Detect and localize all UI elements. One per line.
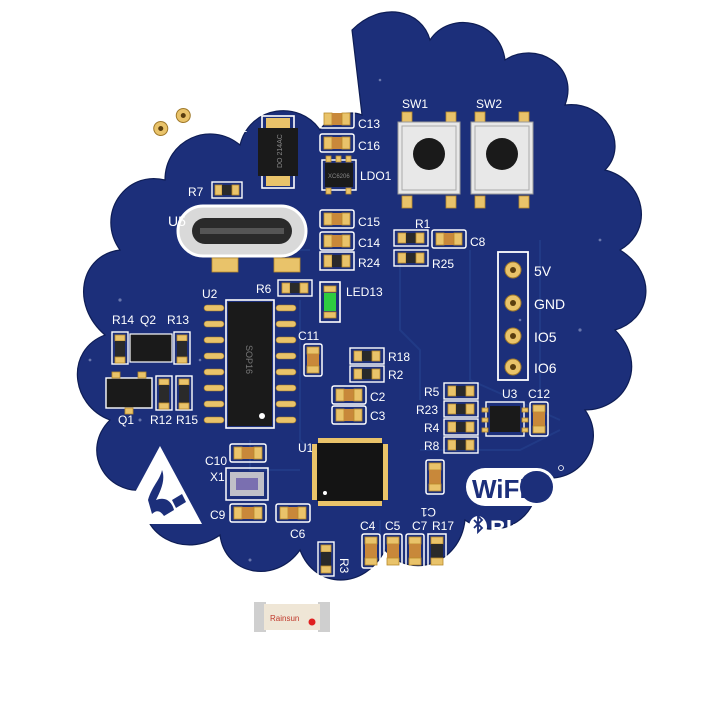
usb-c-connector-u5: U5 xyxy=(168,204,308,273)
label-ldo1: LDO1 xyxy=(360,169,392,183)
label-r14: R14 xyxy=(112,313,134,327)
label-c14: C14 xyxy=(358,236,380,250)
cap-c6: C6 xyxy=(275,503,311,541)
label-r17: R17 xyxy=(432,519,454,533)
label-q2: Q2 xyxy=(140,313,156,327)
label-x1: X1 xyxy=(210,470,225,484)
label-r15: R15 xyxy=(176,413,198,427)
ic-u2: U2 SOP16 xyxy=(202,287,297,429)
label-c2: C2 xyxy=(370,390,386,404)
label-c5: C5 xyxy=(385,519,401,533)
label-r5: R5 xyxy=(424,385,440,399)
label-c12: C12 xyxy=(528,387,550,401)
cap-c1: C1 xyxy=(420,459,445,519)
regulator-ldo1: XC6206 LDO1 xyxy=(321,155,392,195)
label-d2: D2 xyxy=(232,121,248,135)
label-c9: C9 xyxy=(210,508,226,522)
diode-d2: DO 214AC D2 xyxy=(232,115,298,189)
label-c8: C8 xyxy=(470,235,486,249)
resistor-r2: R2 xyxy=(349,365,404,383)
cap-c15: C15 xyxy=(319,209,380,229)
resistor-r6: R6 xyxy=(256,279,313,297)
esd-warning-icon xyxy=(118,446,202,524)
cap-row-bottom: C4 C5 C7 R17 xyxy=(360,519,454,569)
label-r23: R23 xyxy=(416,403,438,417)
label-c4: C4 xyxy=(360,519,376,533)
label-r24: R24 xyxy=(358,256,380,270)
inductor-l1: Rainsun L1 xyxy=(249,597,354,637)
bluetooth-version-text: 5.0 xyxy=(556,543,577,560)
label-u5: U5 xyxy=(168,213,186,229)
cap-c13: C13 xyxy=(319,109,380,131)
switch-sw2: SW2 xyxy=(470,97,534,209)
label-r6: R6 xyxy=(256,282,272,296)
cap-c14: C14 xyxy=(319,231,380,251)
label-p6: P6 xyxy=(207,95,227,115)
pin-label-gnd: GND xyxy=(534,296,565,312)
label-u1: U1 xyxy=(298,441,314,455)
resistor-r18: R18 xyxy=(349,347,410,365)
resistor-r7: R7 xyxy=(188,181,243,199)
bluetooth-logo-text: Bluetooth xyxy=(490,516,593,541)
wifi-logo-text: WiFi xyxy=(472,474,527,504)
label-sw1: SW1 xyxy=(402,97,428,111)
ldo-body-text: XC6206 xyxy=(328,174,350,180)
label-c7: C7 xyxy=(412,519,428,533)
label-r2: R2 xyxy=(388,368,404,382)
label-c1: C1 xyxy=(420,505,436,519)
resistor-r3: R3 xyxy=(317,541,351,577)
board-body xyxy=(76,11,647,581)
pin-header: 5V GND IO5 IO6 xyxy=(497,251,565,381)
label-r8: R8 xyxy=(424,439,440,453)
label-r3: R3 xyxy=(337,558,351,574)
label-c13: C13 xyxy=(358,117,380,131)
label-r7: R7 xyxy=(188,185,204,199)
label-sw2: SW2 xyxy=(476,97,502,111)
cap-c8: C8 xyxy=(431,229,486,249)
cap-c11: C11 xyxy=(298,329,323,377)
label-r25: R25 xyxy=(432,257,454,271)
label-c3: C3 xyxy=(370,409,386,423)
ic-u3: U3 xyxy=(481,387,529,437)
label-c6: C6 xyxy=(290,527,306,541)
d2-body-text: DO 214AC xyxy=(277,134,284,168)
label-r13: R13 xyxy=(167,313,189,327)
cap-c12: C12 xyxy=(528,387,550,437)
pin-label-io6: IO6 xyxy=(534,360,557,376)
ic-u1: U1 xyxy=(298,438,388,506)
label-l1: L1 xyxy=(340,621,354,635)
resistor-r24: R24 xyxy=(319,251,380,271)
cap-c2: C2 xyxy=(331,385,386,405)
inductor-brand-text: Rainsun xyxy=(270,614,299,623)
transistor-q1: Q1 R12 R15 xyxy=(105,371,198,427)
label-r12: R12 xyxy=(150,413,172,427)
led-led13: LED13 xyxy=(319,281,383,323)
switch-sw1: SW1 xyxy=(397,97,461,209)
wifi-logo: WiFi xyxy=(466,465,564,506)
cap-c16: C16 xyxy=(319,133,380,153)
cap-c3: C3 xyxy=(331,405,386,425)
resistor-array: R5 R23 R4 R8 xyxy=(416,382,479,454)
label-q1: Q1 xyxy=(118,413,134,427)
label-r4: R4 xyxy=(424,421,440,435)
pin-label-io5: IO5 xyxy=(534,329,557,345)
label-u3: U3 xyxy=(502,387,518,401)
label-r1: R1 xyxy=(415,217,431,231)
label-r18: R18 xyxy=(388,350,410,364)
label-c16: C16 xyxy=(358,139,380,153)
label-led13: LED13 xyxy=(346,285,383,299)
pin-label-5v: 5V xyxy=(534,263,552,279)
label-c11: C11 xyxy=(298,329,319,343)
resistor-r25: R25 xyxy=(393,249,454,271)
u2-body-text: SOP16 xyxy=(244,345,254,374)
transistor-q2: R14 Q2 R13 xyxy=(111,313,191,365)
label-c10: C10 xyxy=(205,454,227,468)
bluetooth-logo: Bluetooth 5.0 xyxy=(469,513,593,560)
connector-p6: P6 xyxy=(140,95,227,149)
label-u2: U2 xyxy=(202,287,218,301)
crystal-x1: C10 X1 C9 xyxy=(205,443,269,523)
label-c15: C15 xyxy=(358,215,380,229)
resistor-r1: R1 xyxy=(393,217,431,247)
